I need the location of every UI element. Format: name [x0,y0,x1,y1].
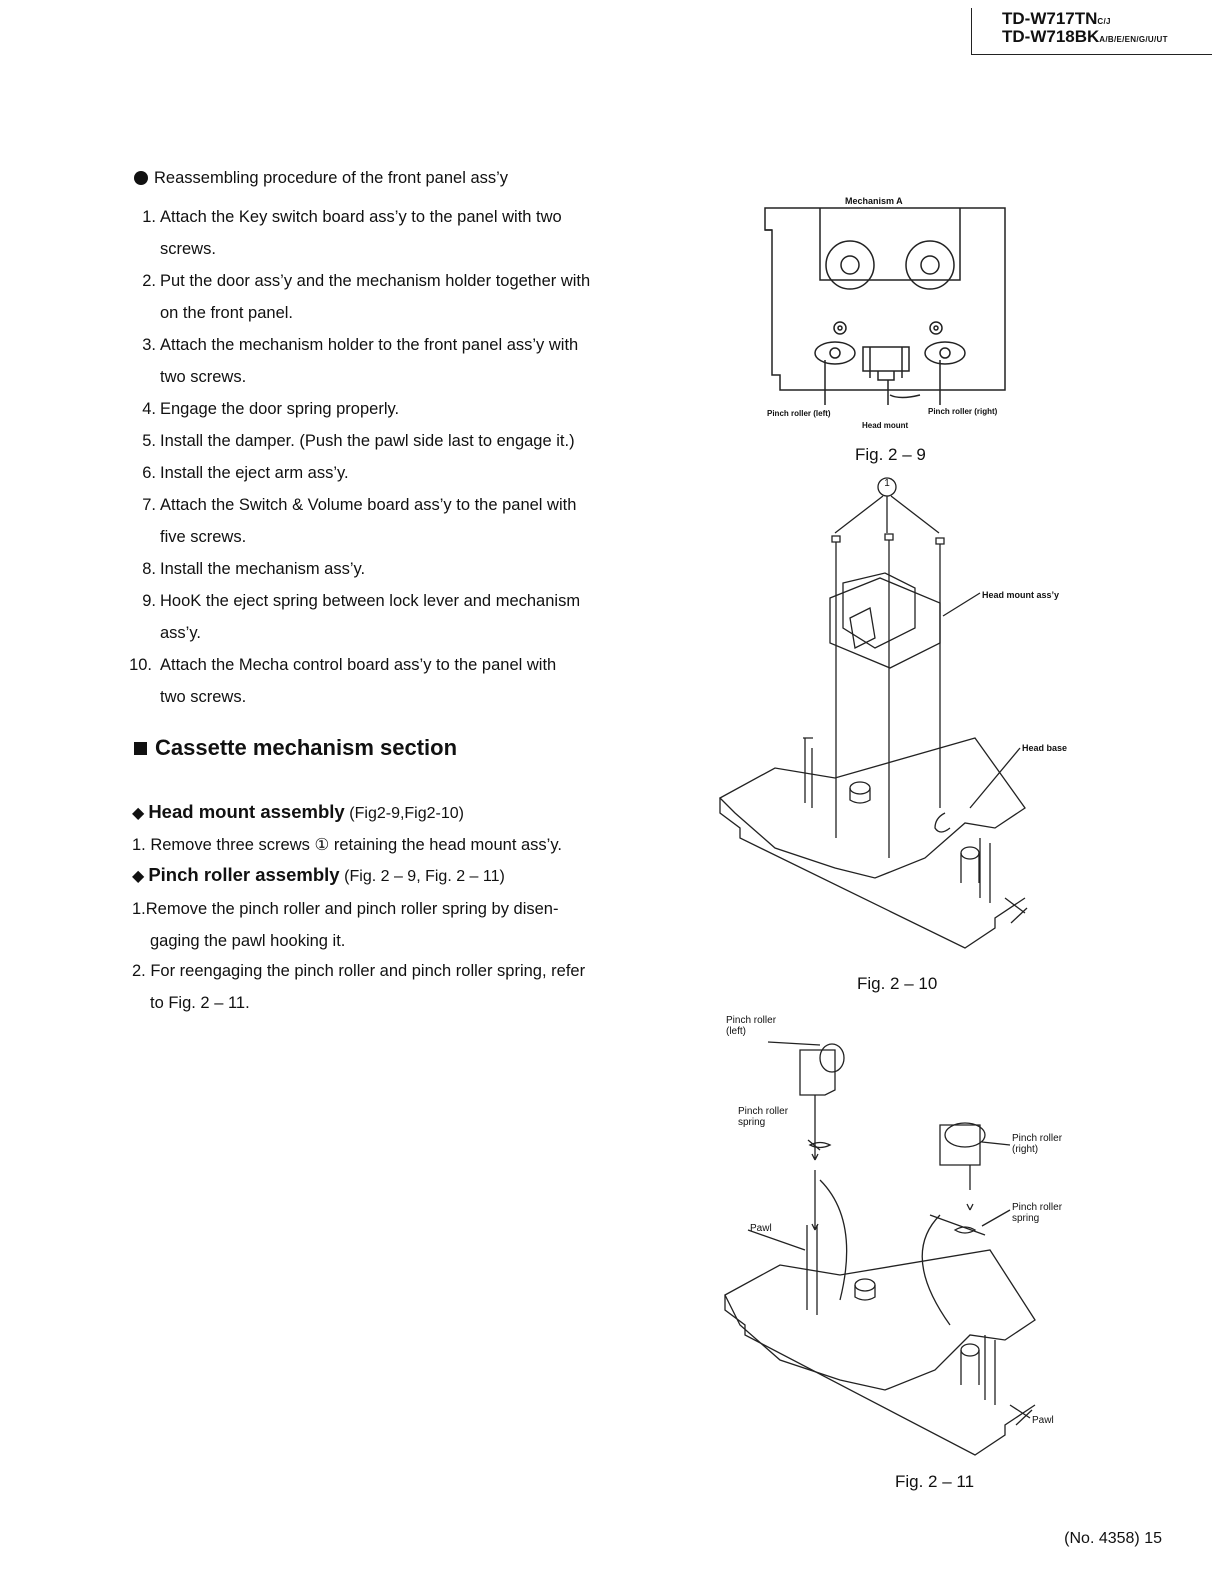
diamond-bullet-icon: ◆ [132,805,145,822]
step-7: 7.Attach the Switch & Volume board ass’y… [142,496,577,546]
pinch-roller-heading: ◆Pinch roller assembly (Fig. 2 – 9, Fig.… [132,864,505,885]
square-bullet-icon [134,741,147,755]
head-mount-assy-label: Head mount ass’y [982,590,1060,600]
step-4: 4.Engage the door spring properly. [142,400,400,418]
fig11-spring-right-label-2: spring [1012,1213,1040,1224]
head-mount-step-1: 1. Remove three screws ① retaining the h… [132,836,562,854]
fig-2-9-caption: Fig. 2 – 9 [855,445,926,464]
fig-2-9-mechanism-diagram [764,207,1006,405]
model-line-2: TD-W718BKA/B/E/EN/G/U/UT [1002,27,1168,46]
reassembly-procedure: Reassembling procedure of the front pane… [129,165,634,713]
step-1: 1.Attach the Key switch board ass’y to t… [142,208,562,258]
head-mount-label: Head mount [862,421,909,430]
step-3: 3.Attach the mechanism holder to the fro… [142,336,579,386]
step-6: 6.Install the eject arm ass’y. [142,464,349,482]
fig11-pinch-right-label-1: Pinch roller [1012,1133,1063,1144]
fig11-pawl-right-label: Pawl [1032,1415,1054,1426]
pinch-roller-step-2: 2. For reengaging the pinch roller and p… [132,962,586,1012]
section-title: Cassette mechanism section [134,735,457,761]
step-8: 8.Install the mechanism ass’y. [142,560,366,578]
mechanism-a-label: Mechanism A [845,196,903,206]
fig11-pinch-left-label-2: (left) [726,1026,746,1037]
fig11-pinch-right-label-2: (right) [1012,1144,1039,1155]
fig11-spring-left-label-1: Pinch roller [738,1106,789,1117]
fig11-pawl-left-label: Pawl [750,1223,772,1234]
fig11-spring-right-label-1: Pinch roller [1012,1202,1063,1213]
step-10: 10.Attach the Mecha control board ass’y … [129,656,557,706]
model-line-1: TD-W717TNC/J [1002,9,1111,28]
step-5: 5.Install the damper. (Push the pawl sid… [142,432,575,450]
head-base-label: Head base [1022,743,1068,753]
step-9: 9.HooK the eject spring between lock lev… [142,592,581,642]
procedure-steps: 1.Attach the Key switch board ass’y to t… [129,201,634,713]
fig11-spring-left-label-2: spring [738,1117,766,1128]
pinch-roller-step-1: 1.Remove the pinch roller and pinch roll… [132,900,559,950]
step-2: 2.Put the door ass’y and the mechanism h… [142,272,591,322]
screw-marker-1: 1 [884,478,890,489]
head-mount-heading: ◆Head mount assembly (Fig2-9,Fig2-10) [132,801,464,822]
fig-2-11-pinch-roller-diagram [724,1041,1036,1456]
model-header: TD-W717TNC/J TD-W718BKA/B/E/EN/G/U/UT [971,8,1212,55]
fig-2-11-caption: Fig. 2 – 11 [895,1472,975,1491]
pinch-roller-left-label: Pinch roller (left) [767,409,831,418]
fig-2-10-caption: Fig. 2 – 10 [857,974,938,993]
procedure-title: Reassembling procedure of the front pane… [134,165,634,191]
bullet-dot-icon [134,171,148,185]
page-number: (No. 4358) 15 [1064,1530,1162,1547]
diamond-bullet-icon: ◆ [132,868,145,885]
pinch-roller-right-label: Pinch roller (right) [928,407,998,416]
fig11-pinch-left-label-1: Pinch roller [726,1015,777,1026]
fig-2-10-head-mount-diagram [718,477,1028,949]
